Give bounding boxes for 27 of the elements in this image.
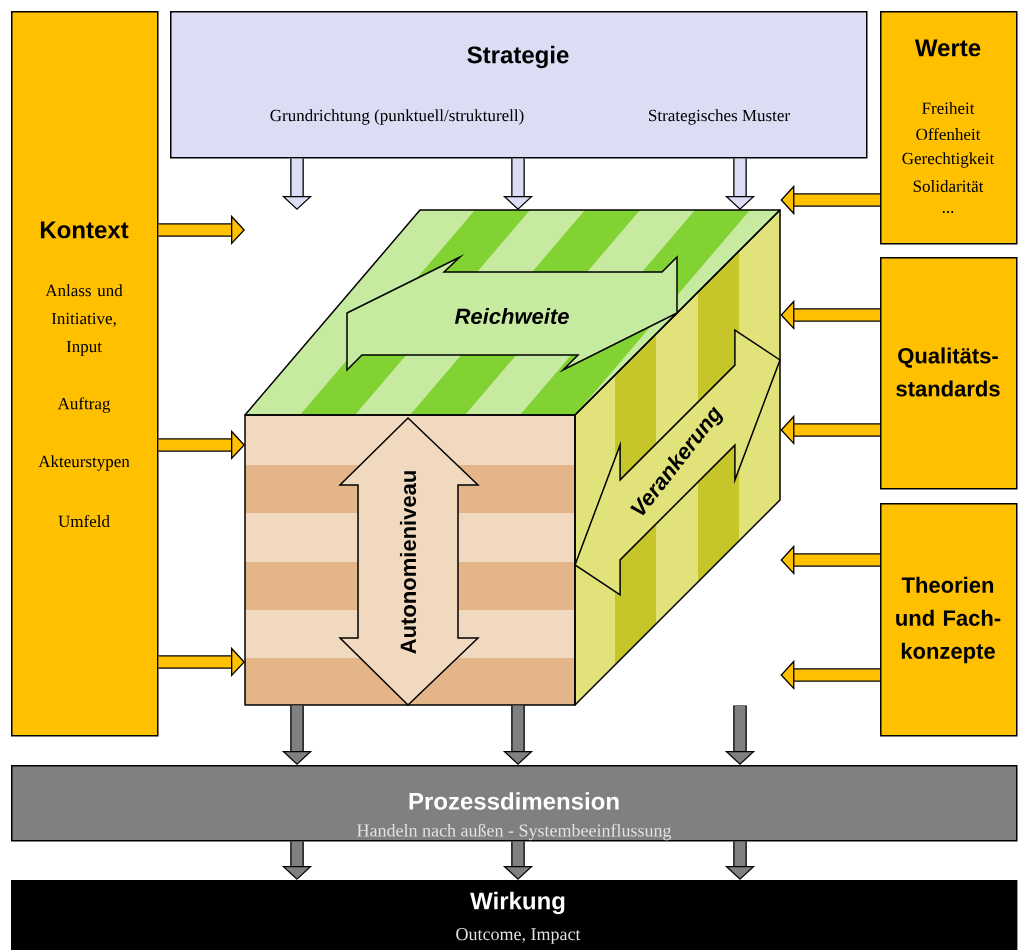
box-text: Handeln nach außen - Systembeeinflussung (357, 823, 672, 841)
box-text: Umfeld (58, 514, 110, 528)
box-heading: Qualitäts- standards (896, 347, 1000, 397)
process-band (11, 765, 1018, 842)
box-text: Grundrichtung (punktuell/strukturell) (270, 109, 524, 125)
box-heading: Strategie (467, 45, 569, 69)
theories-box (880, 503, 1018, 737)
box-text: Auftrag (57, 397, 111, 413)
standards-box (880, 257, 1018, 490)
box-heading: Prozessdimension (409, 792, 619, 810)
box-text: Anlass und Initiative, Input (45, 284, 123, 356)
box-text: ... (942, 211, 954, 213)
box-text: Outcome, Impact (456, 928, 581, 944)
box-text: Solidarität (913, 180, 984, 192)
box-heading: Wirkung (470, 891, 565, 915)
box-text: Offenheit (916, 127, 981, 141)
box-text: Akteurstypen (38, 455, 130, 471)
values-box (880, 11, 1018, 245)
box-heading: Werte (914, 39, 981, 57)
strategy-box (170, 11, 868, 159)
impact-band (11, 880, 1018, 950)
box-text: Freiheit (922, 102, 975, 114)
box-text: Gerechtigkeit (902, 152, 995, 168)
box-text: Strategisches Muster (649, 109, 790, 125)
box-heading: Theorien und Fach- konzepte (896, 576, 1001, 664)
context-box (11, 11, 159, 737)
box-heading: Kontext (40, 221, 129, 239)
